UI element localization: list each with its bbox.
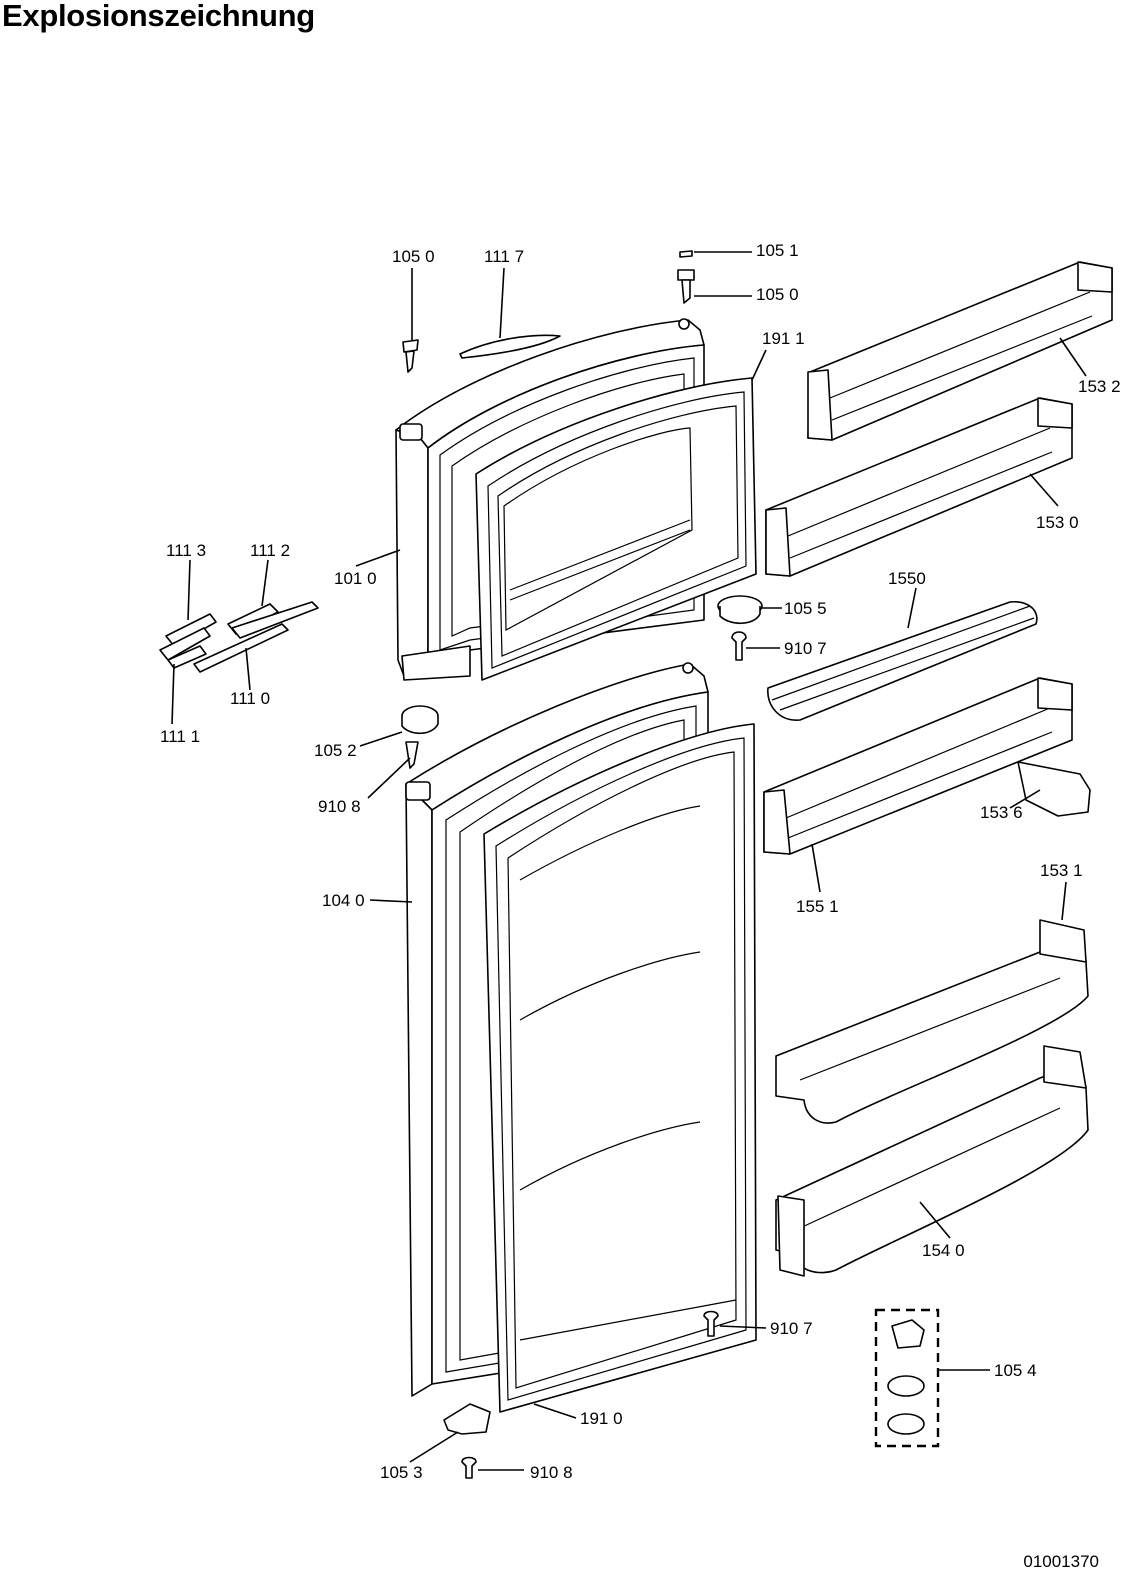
label-9107-bottom: 910 7 xyxy=(770,1319,813,1338)
label-1051: 105 1 xyxy=(756,241,799,260)
label-1911: 191 1 xyxy=(762,329,805,348)
hinge-bushing-1055 xyxy=(717,595,763,625)
drawing-number: 01001370 xyxy=(1023,1552,1099,1571)
handle-cover xyxy=(459,334,561,359)
label-1531: 153 1 xyxy=(1040,861,1083,880)
egg-tray xyxy=(767,601,1038,721)
screw-9107-bottom xyxy=(703,1310,719,1337)
label-1111: 111 1 xyxy=(160,727,200,746)
hinge-bushing-1052 xyxy=(401,705,439,735)
label-9107-top: 910 7 xyxy=(784,639,827,658)
label-1110: 111 0 xyxy=(230,689,270,708)
label-1052: 105 2 xyxy=(314,741,357,760)
shelf-clip xyxy=(1017,761,1091,817)
label-1540: 154 0 xyxy=(922,1241,965,1260)
label-1050-top: 105 0 xyxy=(756,285,799,304)
label-1055: 105 5 xyxy=(784,599,827,618)
fridge-door-gasket xyxy=(483,723,757,1413)
label-1113: 111 3 xyxy=(166,541,206,560)
label-1112: 111 2 xyxy=(250,541,290,560)
door-shelf-1540 xyxy=(775,1045,1089,1277)
leader-lines xyxy=(171,251,1087,1471)
hinge-pin-left xyxy=(402,339,419,373)
label-1910: 191 0 xyxy=(580,1409,623,1428)
label-1532: 153 2 xyxy=(1078,377,1121,396)
label-1010: 101 0 xyxy=(334,569,377,588)
label-1040: 104 0 xyxy=(322,891,365,910)
label-1551: 155 1 xyxy=(796,897,839,916)
label-1054: 105 4 xyxy=(994,1361,1037,1380)
label-1536: 153 6 xyxy=(980,803,1023,822)
label-1530: 153 0 xyxy=(1036,513,1079,532)
part-labels: 105 0 111 7 105 1 105 0 191 1 153 2 153 … xyxy=(160,241,1121,1482)
top-hinge-parts xyxy=(677,250,695,304)
bottom-hinge-1053 xyxy=(443,1403,491,1435)
page-title: Explosionszeichnung xyxy=(2,0,315,33)
screw-9107-top xyxy=(731,631,747,661)
screw-9108-top xyxy=(405,741,419,769)
label-1117: 111 7 xyxy=(484,247,524,266)
label-9108-bottom: 910 8 xyxy=(530,1463,573,1482)
door-shelf-1551 xyxy=(763,677,1073,855)
screw-9108-bottom xyxy=(461,1456,477,1479)
label-1550: 1550 xyxy=(888,569,926,588)
handle-parts xyxy=(159,601,319,673)
door-shelf-1530 xyxy=(765,397,1073,577)
label-9108-top: 910 8 xyxy=(318,797,361,816)
freezer-door-gasket xyxy=(475,377,757,681)
door-shelf-1531 xyxy=(775,919,1089,1124)
label-1050-left: 105 0 xyxy=(392,247,435,266)
door-shelf-1532 xyxy=(807,261,1113,441)
hinge-kit-1054 xyxy=(874,1308,940,1448)
label-1053: 105 3 xyxy=(380,1463,423,1482)
